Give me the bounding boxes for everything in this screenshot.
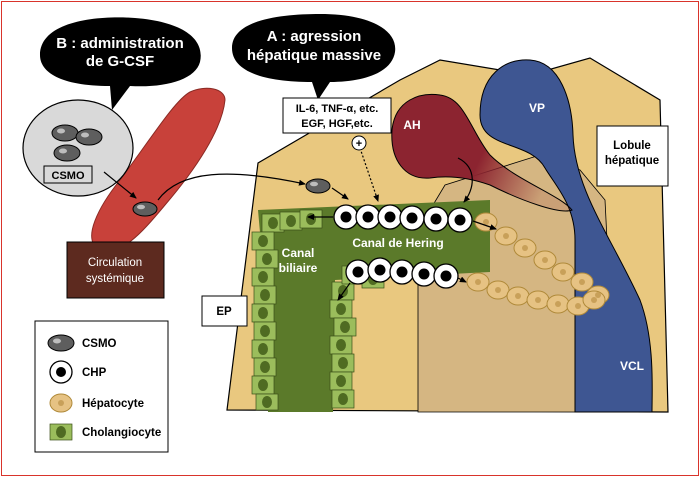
ah-label: AH — [403, 118, 420, 132]
csmo-box — [43, 165, 93, 184]
arrow-blood-to-liver — [157, 173, 306, 201]
hepatocyte-nuclei — [475, 219, 601, 309]
csmo-cell-migrating — [305, 178, 331, 194]
ep-label: EP — [216, 306, 232, 318]
cholangiocyte-cell-icon — [49, 423, 73, 441]
ep-box — [201, 295, 248, 327]
arrow-lower-to-cholangio — [337, 282, 351, 301]
arrow-chp-to-hepatocyte — [472, 220, 497, 230]
cytokine-line1: IL-6, TNF-α, etc. — [296, 103, 379, 115]
legend-cholangiocyte-label: Cholangiocyte — [82, 427, 161, 439]
circulation-line1: Circulation — [88, 257, 142, 269]
hepatic-artery — [391, 93, 573, 212]
legend-csmo-label: CSMO — [82, 338, 117, 350]
canal-biliaire-line2: biliaire — [279, 261, 318, 275]
canal-biliaire-line1: Canal — [282, 246, 315, 260]
bubble-a-line1: A : agression — [267, 28, 361, 45]
bubble-a — [232, 14, 396, 100]
cytokine-box — [282, 97, 392, 134]
circulation-box — [66, 241, 165, 299]
arrow-csmo-to-chp — [331, 187, 349, 200]
csmo-cells-group — [51, 124, 103, 162]
csmo-cell-icon — [47, 334, 75, 352]
bubble-b-line1: B : administration — [56, 35, 184, 52]
arrow-ah-to-chp — [457, 157, 473, 203]
canal-hering-label: Canal de Hering — [352, 236, 443, 250]
legend-chp-label: CHP — [82, 367, 107, 379]
arrow-cytokine-dotted — [359, 147, 379, 202]
lobule-line1: Lobule — [613, 140, 651, 152]
hepatocyte-cell-icon — [49, 393, 73, 413]
canal-biliaire — [258, 200, 490, 412]
cholangiocyte-nuclei — [258, 213, 378, 408]
vcl-label: VCL — [620, 359, 644, 373]
bubble-b — [40, 17, 201, 111]
hepatocyte-row-lower — [466, 272, 606, 316]
portal-vein — [479, 59, 653, 413]
bubble-b-line2: de G-CSF — [86, 53, 154, 70]
chp-cells-upper — [333, 204, 473, 233]
bubble-a-line2: hépatique massive — [247, 47, 381, 64]
chp-cells-lower — [345, 257, 459, 289]
arrow-lower-to-hepatocyte — [457, 276, 467, 283]
lobule-line2: hépatique — [605, 155, 659, 167]
csmo-box-label: CSMO — [52, 170, 85, 182]
plus-circle — [351, 135, 367, 151]
chp-cell-icon — [49, 360, 73, 384]
plus-sign: + — [356, 138, 362, 150]
lobule-box — [596, 125, 669, 187]
arrow-marrow-to-blood — [103, 171, 137, 199]
circulation-line2: systémique — [86, 273, 144, 285]
legend-hepatocyte-label: Hépatocyte — [82, 398, 144, 410]
csmo-cell-in-blood — [132, 201, 158, 217]
cytokine-line2: EGF, HGF,etc. — [301, 118, 373, 130]
vp-label: VP — [529, 101, 545, 115]
